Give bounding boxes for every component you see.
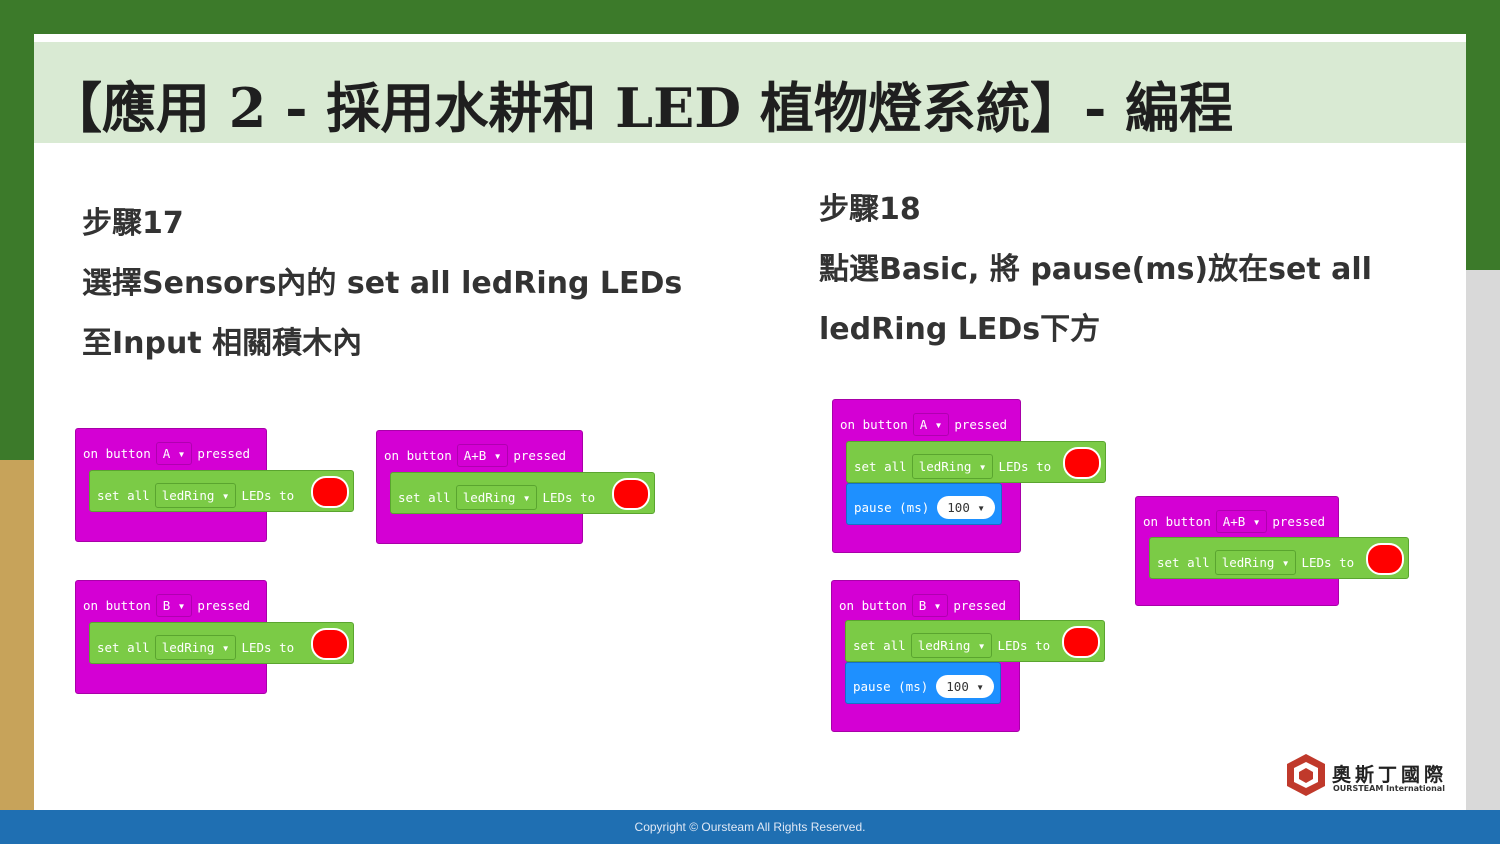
background-tan-strip <box>0 460 40 810</box>
leds-to-label: LEDs to <box>998 459 1052 474</box>
color-picker[interactable] <box>1063 447 1101 479</box>
ledring-dropdown[interactable]: ledRing ▾ <box>911 454 994 479</box>
pressed-label: pressed <box>197 598 251 613</box>
slide: 【應用 2 - 採用水耕和 LED 植物燈系統】- 編程 <box>34 34 1466 810</box>
on-button-label: on button <box>839 598 907 613</box>
on-button-label: on button <box>83 598 151 613</box>
pause-block[interactable]: pause (ms) 100 ▾ <box>846 483 1002 525</box>
set-all-label: set all <box>1157 555 1210 570</box>
pressed-label: pressed <box>954 417 1008 432</box>
pause-block[interactable]: pause (ms) 100 ▾ <box>845 662 1001 704</box>
on-button-label: on button <box>1143 514 1211 529</box>
button-dropdown[interactable]: A ▾ <box>155 442 193 465</box>
on-button-label: on button <box>840 417 908 432</box>
color-picker[interactable] <box>612 478 650 510</box>
step18-heading: 步驟18 <box>819 192 921 227</box>
ledring-dropdown[interactable]: ledRing ▾ <box>1214 550 1297 575</box>
background-gray-strip <box>1460 270 1500 810</box>
leds-to-label: LEDs to <box>1301 555 1355 570</box>
step17-heading: 步驟17 <box>82 206 184 241</box>
logo-name: 奧斯丁國際 <box>1332 764 1448 786</box>
button-dropdown[interactable]: A+B ▾ <box>456 444 509 467</box>
step18-line1: 點選Basic, 將 pause(ms)放在set all <box>819 252 1372 287</box>
set-all-label: set all <box>853 638 906 653</box>
pause-value-dropdown[interactable]: 100 ▾ <box>937 496 995 519</box>
ledring-dropdown[interactable]: ledRing ▾ <box>910 633 993 658</box>
set-all-leds-block[interactable]: set all ledRing ▾ LEDs to <box>89 470 354 512</box>
color-picker[interactable] <box>311 476 349 508</box>
color-picker[interactable] <box>311 628 349 660</box>
copyright-text: Copyright © Oursteam All Rights Reserved… <box>634 820 866 834</box>
set-all-leds-block[interactable]: set all ledRing ▾ LEDs to <box>1149 537 1409 579</box>
set-all-label: set all <box>854 459 907 474</box>
set-all-label: set all <box>97 640 150 655</box>
step18-line2: ledRing LEDs下方 <box>819 312 1101 347</box>
pressed-label: pressed <box>953 598 1007 613</box>
button-dropdown[interactable]: B ▾ <box>155 594 193 617</box>
button-dropdown[interactable]: A ▾ <box>912 413 950 436</box>
color-picker[interactable] <box>1366 543 1404 575</box>
pause-label: pause (ms) <box>854 500 930 515</box>
leds-to-label: LEDs to <box>997 638 1051 653</box>
leds-to-label: LEDs to <box>542 490 596 505</box>
on-button-label: on button <box>83 446 151 461</box>
leds-to-label: LEDs to <box>241 640 295 655</box>
set-all-leds-block[interactable]: set all ledRing ▾ LEDs to <box>390 472 655 514</box>
button-dropdown[interactable]: A+B ▾ <box>1215 510 1268 533</box>
step17-line2: 至Input 相關積木內 <box>82 326 363 361</box>
oursteam-logo-icon <box>1287 754 1325 796</box>
logo-subtitle: OURSTEAM International <box>1333 784 1445 793</box>
set-all-label: set all <box>398 490 451 505</box>
ledring-dropdown[interactable]: ledRing ▾ <box>154 483 237 508</box>
pause-value-dropdown[interactable]: 100 ▾ <box>936 675 994 698</box>
button-dropdown[interactable]: B ▾ <box>911 594 949 617</box>
title-bar: 【應用 2 - 採用水耕和 LED 植物燈系統】- 編程 <box>34 42 1466 143</box>
ledring-dropdown[interactable]: ledRing ▾ <box>455 485 538 510</box>
pressed-label: pressed <box>197 446 251 461</box>
pressed-label: pressed <box>1272 514 1326 529</box>
step17-line1: 選擇Sensors內的 set all ledRing LEDs <box>82 266 683 301</box>
pressed-label: pressed <box>513 448 567 463</box>
leds-to-label: LEDs to <box>241 488 295 503</box>
color-picker[interactable] <box>1062 626 1100 658</box>
pause-label: pause (ms) <box>853 679 929 694</box>
set-all-label: set all <box>97 488 150 503</box>
ledring-dropdown[interactable]: ledRing ▾ <box>154 635 237 660</box>
footer-bar: Copyright © Oursteam All Rights Reserved… <box>0 810 1500 844</box>
on-button-label: on button <box>384 448 452 463</box>
slide-title: 【應用 2 - 採用水耕和 LED 植物燈系統】- 編程 <box>48 76 1234 140</box>
set-all-leds-block[interactable]: set all ledRing ▾ LEDs to <box>846 441 1106 483</box>
set-all-leds-block[interactable]: set all ledRing ▾ LEDs to <box>89 622 354 664</box>
set-all-leds-block[interactable]: set all ledRing ▾ LEDs to <box>845 620 1105 662</box>
